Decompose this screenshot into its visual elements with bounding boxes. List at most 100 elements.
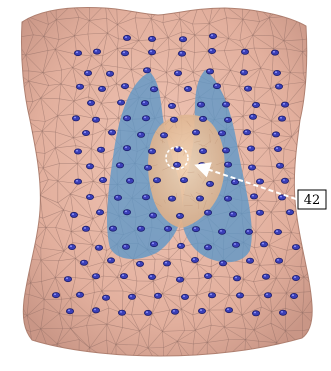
electrode [99,177,106,182]
mesh-edge [30,347,32,360]
electrode [141,101,148,106]
electrode [174,71,181,76]
electrode-shine [254,312,256,314]
electrode-shine [84,131,86,133]
electrode [164,226,171,231]
electrode-shine [111,227,113,229]
electrode-shine [100,87,102,89]
electrode [199,116,206,121]
electrode-shine [94,118,96,120]
electrode [213,84,220,89]
electrode-body [98,86,105,91]
electrode-body [218,229,225,234]
electrode-body [179,37,186,42]
electrode-body [66,309,73,314]
electrode-shine [226,118,228,120]
electrode-body [224,162,231,167]
electrode [256,179,263,184]
mesh-edge [303,247,318,249]
electrode [236,293,243,298]
electrode-body [168,103,175,108]
electrode-shine [208,182,210,184]
electrode-body [97,147,104,152]
electrode [279,310,286,315]
electrode-shine [201,149,203,151]
electrode [143,68,150,73]
mesh-edge [306,82,318,97]
electrode-body [199,116,206,121]
electrode-shine [156,294,158,296]
electrode-shine [125,117,127,119]
electrode [117,100,124,105]
mesh-edge [277,343,287,360]
electrode-shine [70,245,72,247]
electrode [171,309,178,314]
electrode [206,181,213,186]
mesh-edge [302,168,318,169]
electrode-body [99,177,106,182]
electrode [150,242,157,247]
electrode-shine [277,85,279,87]
mesh-edge [14,262,31,283]
electrode [179,37,186,42]
electrode-shine [144,117,146,119]
electrode-body [64,277,71,282]
electrode-body [213,84,220,89]
mesh-edge [14,4,26,16]
electrode [137,132,144,137]
electrode [240,70,247,75]
electrode-body [192,227,199,232]
mesh-edge [301,153,318,169]
electrode-body [252,102,259,107]
electrode-shine [155,179,157,181]
electrode-shine [252,195,254,197]
electrode [197,102,204,107]
electrode-body [123,116,130,121]
electrode-shine [84,227,86,229]
mesh-edge [14,130,32,152]
electrode-shine [72,213,74,215]
electrode-shine [243,50,245,52]
electrode-shine [251,115,253,117]
electrode [292,245,299,250]
electrode-shine [76,180,78,182]
electrode-shine [146,311,148,313]
electrode-shine [101,178,103,180]
electrode-shine [175,163,177,165]
electrode-shine [139,227,141,229]
electrode [184,86,191,91]
electrode [92,308,99,313]
mesh-edge [14,242,34,248]
electrode-shine [294,245,296,247]
electrode-shine [248,259,250,261]
mesh-edge [14,16,26,20]
electrode-shine [97,246,99,248]
electrode-shine [150,150,152,152]
electrode-shine [277,259,279,261]
electrode-shine [144,196,146,198]
electrode-body [148,149,155,154]
electrode [142,116,149,121]
electrode-body [290,293,297,298]
electrode-shine [138,262,140,264]
electrode [272,132,279,137]
electrode-shine [266,294,268,296]
electrode-body [82,226,89,231]
electrode-shine [221,262,223,264]
electrode-shine [152,88,154,90]
electrode-shine [178,278,180,280]
electrode-shine [210,49,212,51]
electrode-body [117,100,124,105]
electrode-shine [123,52,125,54]
electrode [245,229,252,234]
electrode [192,227,199,232]
electrode [168,196,175,201]
electrode-body [93,49,100,54]
electrode [52,293,59,298]
electrode [260,242,267,247]
electrode-shine [54,293,56,295]
electrode [123,35,130,40]
electrode-shine [220,230,222,232]
mesh-edge [14,152,32,166]
electrode-body [260,242,267,247]
